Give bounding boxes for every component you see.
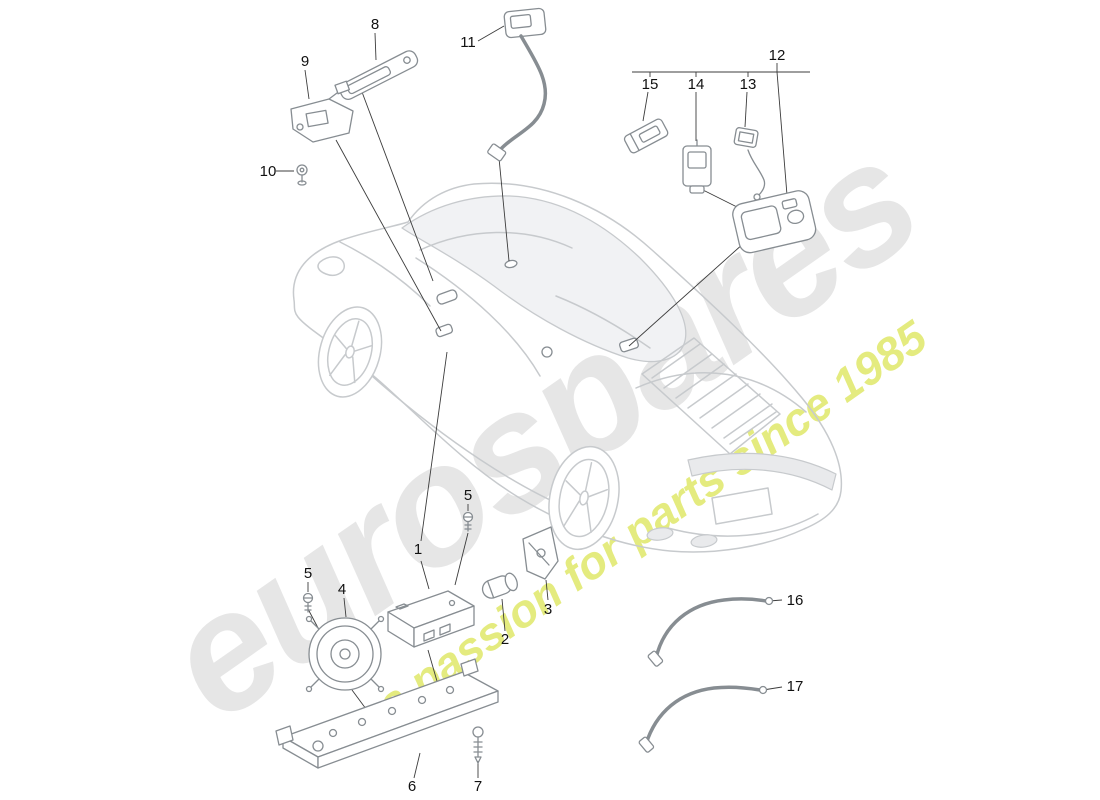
callout-13: 13	[740, 76, 757, 93]
part-1-amplifier	[387, 590, 475, 648]
part-12-roof-module	[732, 190, 817, 254]
car-exhaust-right	[690, 534, 718, 548]
callout-10: 10	[260, 163, 277, 180]
part-17-cable	[638, 685, 768, 753]
parts	[275, 7, 817, 769]
car-engine-grille-slats	[651, 343, 777, 445]
callout-4: 4	[338, 581, 346, 598]
part-14-module	[682, 139, 712, 194]
car-exhaust-left	[646, 527, 674, 541]
car-rear-wheel	[548, 445, 620, 551]
part-10-fastener	[296, 164, 308, 186]
callout-3: 3	[544, 601, 552, 618]
callout-labels: 1 2 3 4 5 5 6 7 8 9 10 11 12 13 14 15 16…	[260, 16, 804, 795]
car-door-seam	[415, 257, 541, 377]
part-11-antenna-cable	[487, 7, 548, 162]
car-engine-grille-outline	[641, 337, 781, 455]
part-3-bracket	[522, 526, 559, 580]
callout-12: 12	[769, 47, 786, 64]
callout-5-upper: 5	[464, 487, 472, 504]
callout-9: 9	[301, 53, 309, 70]
car-illustration	[292, 182, 843, 553]
callout-14: 14	[688, 76, 705, 93]
car-hood-seam	[339, 241, 431, 307]
callout-15: 15	[642, 76, 659, 93]
part-5-screw-upper	[462, 511, 474, 532]
car-windshield-line	[419, 231, 573, 251]
part-9-antenna-bracket	[290, 80, 354, 143]
callout-8: 8	[371, 16, 379, 33]
part-4-speaker	[305, 615, 385, 693]
car-front-wheel	[317, 306, 383, 398]
car-license-recess	[711, 487, 773, 525]
part-15-retainer	[623, 118, 669, 154]
callout-2: 2	[501, 631, 509, 648]
part-2-mount	[481, 572, 518, 599]
callout-5-lower: 5	[304, 565, 312, 582]
car-rear-window-line	[555, 295, 651, 349]
callout-17: 17	[787, 678, 804, 695]
part-13-clip	[733, 127, 766, 201]
callout-16: 16	[787, 592, 804, 609]
car-roof-pad	[504, 259, 518, 269]
callout-11: 11	[460, 34, 476, 51]
callout-1: 1	[414, 541, 422, 558]
car-bumper-line	[667, 513, 819, 537]
part-8-antenna-strip	[339, 50, 419, 100]
car-cowl-bracket-pad	[435, 323, 454, 338]
car-greenhouse	[401, 195, 687, 363]
car-deck-grommet	[541, 346, 553, 358]
car-taillight-band	[687, 452, 837, 491]
callout-7: 7	[474, 778, 482, 795]
part-5-screw-lower	[302, 592, 314, 613]
callout-6: 6	[408, 778, 416, 795]
car-mirror	[317, 256, 345, 276]
part-7-screw	[472, 726, 484, 764]
car-spoiler-line	[635, 372, 807, 413]
part-16-cable	[647, 596, 774, 667]
car-cowl-antenna-pad	[436, 289, 458, 305]
part-6-mounting-plate	[275, 658, 499, 769]
